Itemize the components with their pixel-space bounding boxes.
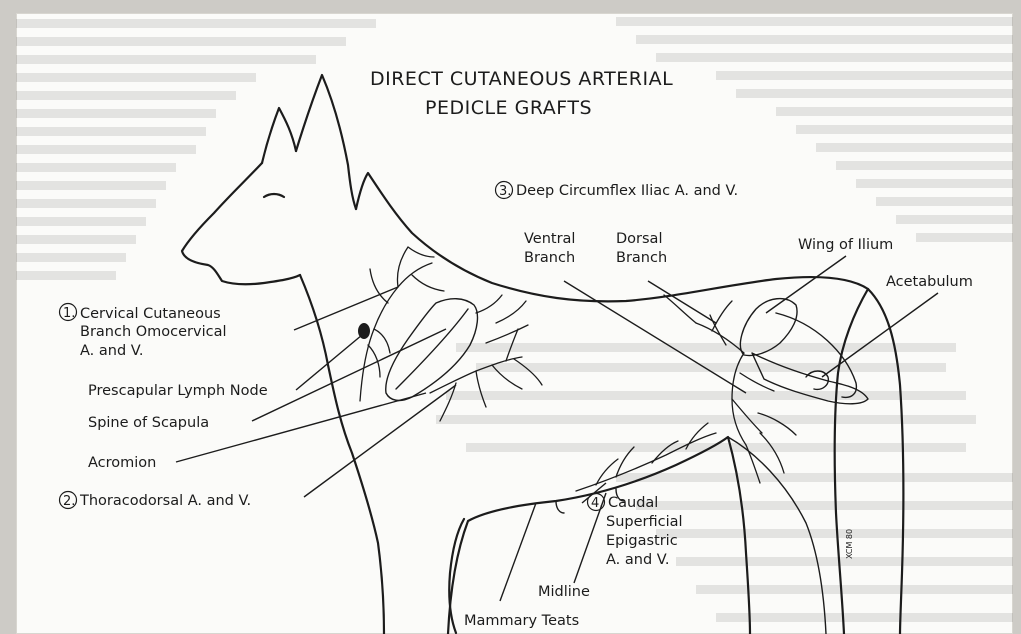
label-cervical-line2: Branch Omocervical [80, 324, 227, 340]
label-number-1: 1. [63, 306, 75, 321]
label-mammary-teats: Mammary Teats [464, 613, 579, 629]
label-acromion: Acromion [88, 455, 156, 471]
dog-outline [182, 75, 903, 634]
label-ventral-line2: Branch [524, 250, 575, 266]
dog-rear-ear [262, 108, 296, 163]
label-caudal-line3: Epigastric [606, 533, 678, 549]
label-spine-of-scapula: Spine of Scapula [88, 415, 209, 431]
label-cervical-line3: A. and V. [80, 343, 143, 359]
diagram-title-line1: DIRECT CUTANEOUS ARTERIAL [370, 68, 673, 90]
label-thoracodorsal: Thoracodorsal A. and V. [79, 493, 251, 509]
label-deep-circumflex-iliac: Deep Circumflex Iliac A. and V. [516, 183, 738, 199]
label-midline: Midline [538, 584, 590, 600]
diagram-paper: DIRECT CUTANEOUS ARTERIAL PEDICLE GRAFTS [16, 13, 1013, 634]
label-wing-of-ilium: Wing of Ilium [798, 237, 893, 253]
dog-thigh-fold [728, 437, 826, 634]
label-caudal-line4: A. and V. [606, 552, 669, 568]
diagram-title-line2: PEDICLE GRAFTS [425, 97, 592, 119]
pedicle-graft-diagram: DIRECT CUTANEOUS ARTERIAL PEDICLE GRAFTS [16, 13, 1013, 634]
label-caudal-line2: Superficial [606, 514, 683, 530]
label-acetabulum: Acetabulum [886, 274, 973, 290]
ilium-wing [740, 299, 797, 356]
label-cervical-line1: Cervical Cutaneous [80, 306, 221, 322]
label-number-4: 4. [591, 496, 603, 511]
label-dorsal-line1: Dorsal [616, 231, 662, 247]
label-prescapular-lymph-node: Prescapular Lymph Node [88, 383, 268, 399]
leader-lines [176, 256, 938, 601]
label-caudal-line1: Caudal [608, 495, 658, 511]
label-ventral-line1: Ventral [524, 231, 575, 247]
dog-skull-muzzle [182, 163, 300, 284]
dog-hind-leg [835, 289, 868, 634]
scapular-spine [396, 309, 468, 389]
dog-throat-chest [300, 275, 384, 634]
label-dorsal-line2: Branch [616, 250, 667, 266]
label-number-3: 3. [499, 184, 511, 199]
dog-belly [448, 437, 750, 634]
label-number-2: 2. [63, 494, 75, 509]
skeletal-landmarks [386, 299, 868, 404]
artist-signature: XCM 80 [845, 529, 854, 559]
dog-head [296, 75, 356, 209]
dog-eye [264, 194, 284, 197]
